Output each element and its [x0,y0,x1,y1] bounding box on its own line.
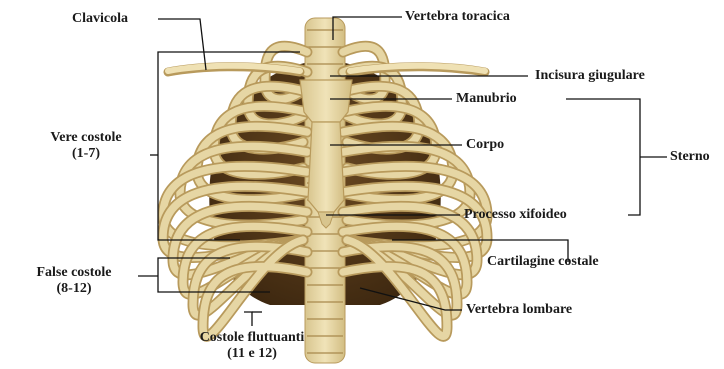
manubrio-shape [300,80,352,122]
label-costole-fluttuanti-line1: Costole fluttuanti [172,330,332,346]
label-corpo: Corpo [466,137,504,153]
leader-clavicola [158,19,206,70]
label-costole-fluttuanti: Costole fluttuanti (11 e 12) [172,330,332,362]
label-false-costole-line1: False costole [14,265,134,281]
label-vere-costole-line1: Vere costole [30,130,142,146]
label-incisura-giugulare: Incisura giugulare [535,68,645,84]
label-vere-costole-line2: (1-7) [30,146,142,162]
label-vere-costole: Vere costole (1-7) [30,130,142,162]
label-vertebra-toracica: Vertebra toracica [405,9,510,25]
label-clavicola: Clavicola [72,11,128,27]
label-manubrio: Manubrio [456,91,517,107]
label-cartilagine-costale: Cartilagine costale [487,254,599,270]
label-costole-fluttuanti-line2: (11 e 12) [172,346,332,362]
label-false-costole-line2: (8-12) [14,281,134,297]
label-false-costole: False costole (8-12) [14,265,134,297]
label-sterno: Sterno [670,149,710,165]
corpo-shape [308,122,344,212]
label-vertebra-lombare: Vertebra lombare [466,302,572,318]
leader-costole-fluttuanti [244,312,252,326]
label-processo-xifoideo: Processo xifoideo [464,207,567,223]
sterno-bracket [566,99,640,215]
